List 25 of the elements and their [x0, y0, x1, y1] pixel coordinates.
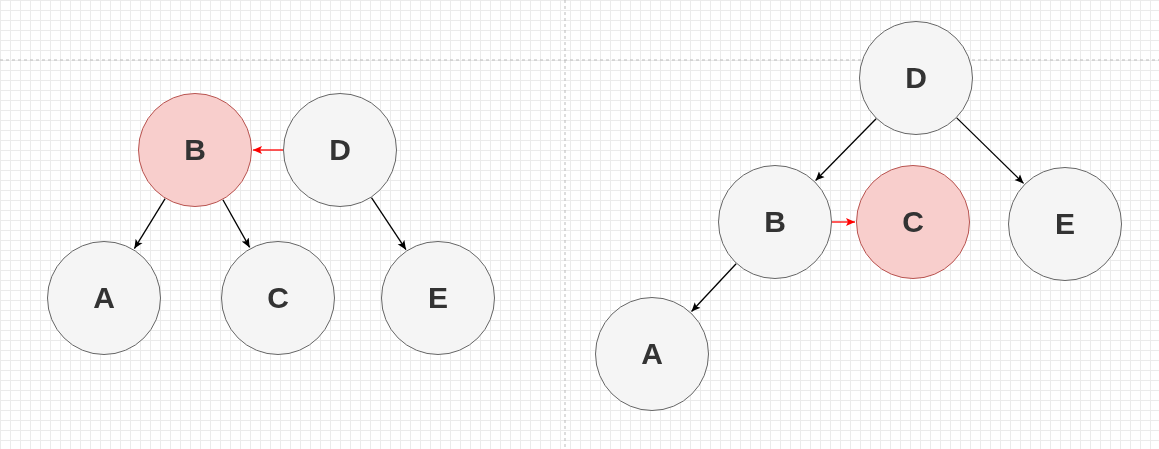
node-label: D [905, 61, 927, 95]
arrow [831, 218, 856, 226]
arrow [133, 197, 166, 250]
tree-node-circle [1008, 167, 1122, 281]
tree-node-circle [47, 241, 161, 355]
node-label: E [428, 281, 448, 315]
arrow [222, 199, 251, 249]
tree-node-circle [718, 165, 832, 279]
tree-node-circle [138, 93, 252, 207]
tree-node-circle [859, 21, 973, 135]
tree-node-circle [283, 93, 397, 207]
arrow [252, 146, 284, 154]
node-label: A [641, 337, 663, 371]
node-label: B [184, 133, 206, 167]
arrow [370, 196, 407, 251]
arrow [814, 118, 877, 182]
node-label: E [1055, 207, 1075, 241]
tree-node-circle [595, 297, 709, 411]
node-label: B [764, 205, 786, 239]
node-label: C [902, 205, 924, 239]
node-label: A [93, 281, 115, 315]
arrow [690, 263, 737, 313]
arrow [956, 117, 1025, 185]
node-label: C [267, 281, 289, 315]
node-label: D [329, 133, 351, 167]
